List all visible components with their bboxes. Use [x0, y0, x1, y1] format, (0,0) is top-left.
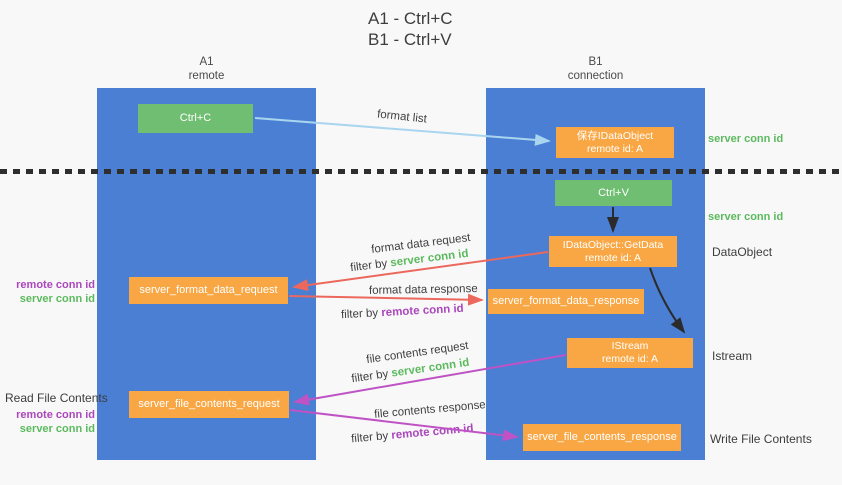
side-dataobject: DataObject — [712, 245, 773, 259]
filter-by-text: filter by — [340, 307, 379, 322]
label-format-data-response: format data response — [368, 283, 478, 297]
label-filter-by-remote-1: filter by remote conn id — [341, 303, 464, 321]
label-filter-by-remote-2: filter by remote conn id — [351, 423, 474, 446]
dotted-separator — [0, 169, 842, 174]
side-remote-conn-id-2: remote conn id — [16, 409, 95, 421]
format-response-label: server_format_data_response — [492, 295, 640, 307]
lane-header-b1: B1 connection — [486, 55, 705, 83]
remote-conn-id-text: remote conn id — [380, 302, 464, 320]
side-read-file-contents: Read File Contents — [5, 391, 108, 405]
node-idataobject-getdata: IDataObject::GetData remote id: A — [549, 236, 677, 267]
ctrl-c-label: Ctrl+C — [179, 112, 212, 124]
remote-conn-id-text: remote conn id — [390, 422, 475, 442]
side-server-conn-id-1: server conn id — [708, 133, 784, 145]
side-remote-conn-id-1: remote conn id — [16, 279, 95, 291]
node-server-file-contents-request: server_file_contents_request — [129, 391, 289, 418]
side-write-file-contents: Write File Contents — [710, 432, 812, 446]
filter-by-text: filter by — [349, 257, 388, 275]
node-ctrl-v: Ctrl+V — [555, 180, 672, 206]
file-response-label: server_file_contents_response — [527, 431, 677, 443]
save-idataobject-subtitle: remote id: A — [586, 142, 644, 155]
istream-title: IStream — [611, 340, 649, 352]
title-line-1: A1 - Ctrl+C — [368, 9, 453, 28]
filter-by-text: filter by — [350, 430, 389, 446]
lane-a1-role: remote — [188, 70, 225, 82]
side-server-conn-id-3: server conn id — [19, 293, 95, 305]
label-file-contents-response: file contents response — [373, 399, 487, 421]
lane-b1-name: B1 — [588, 56, 603, 68]
node-server-file-contents-response: server_file_contents_response — [523, 424, 681, 451]
lane-header-a1: A1 remote — [97, 55, 316, 83]
side-istream: Istream — [712, 349, 753, 363]
lane-a1-name: A1 — [199, 56, 214, 68]
ctrl-v-label: Ctrl+V — [598, 186, 629, 199]
label-format-list: format list — [376, 108, 428, 126]
title-line-2: B1 - Ctrl+V — [368, 30, 452, 49]
save-idataobject-title: 保存IDataObject — [576, 129, 654, 142]
getdata-subtitle: remote id: A — [584, 251, 642, 264]
istream-subtitle: remote id: A — [601, 353, 659, 365]
lane-b1-role: connection — [567, 70, 624, 82]
label-filter-by-server-1: filter by server conn id — [350, 248, 469, 274]
node-server-format-data-response: server_format_data_response — [488, 289, 644, 314]
filter-by-text: filter by — [350, 368, 390, 386]
side-server-conn-id-2: server conn id — [708, 211, 784, 223]
node-istream: IStream remote id: A — [567, 338, 693, 368]
format-request-label: server_format_data_request — [139, 284, 278, 296]
node-ctrl-c: Ctrl+C — [138, 104, 253, 133]
node-save-idataobject: 保存IDataObject remote id: A — [556, 127, 674, 158]
diagram-title: A1 - Ctrl+C B1 - Ctrl+V — [368, 8, 453, 50]
file-request-label: server_file_contents_request — [138, 398, 280, 410]
side-server-conn-id-4: server conn id — [19, 423, 95, 435]
getdata-title: IDataObject::GetData — [562, 238, 664, 251]
node-server-format-data-request: server_format_data_request — [129, 277, 288, 304]
